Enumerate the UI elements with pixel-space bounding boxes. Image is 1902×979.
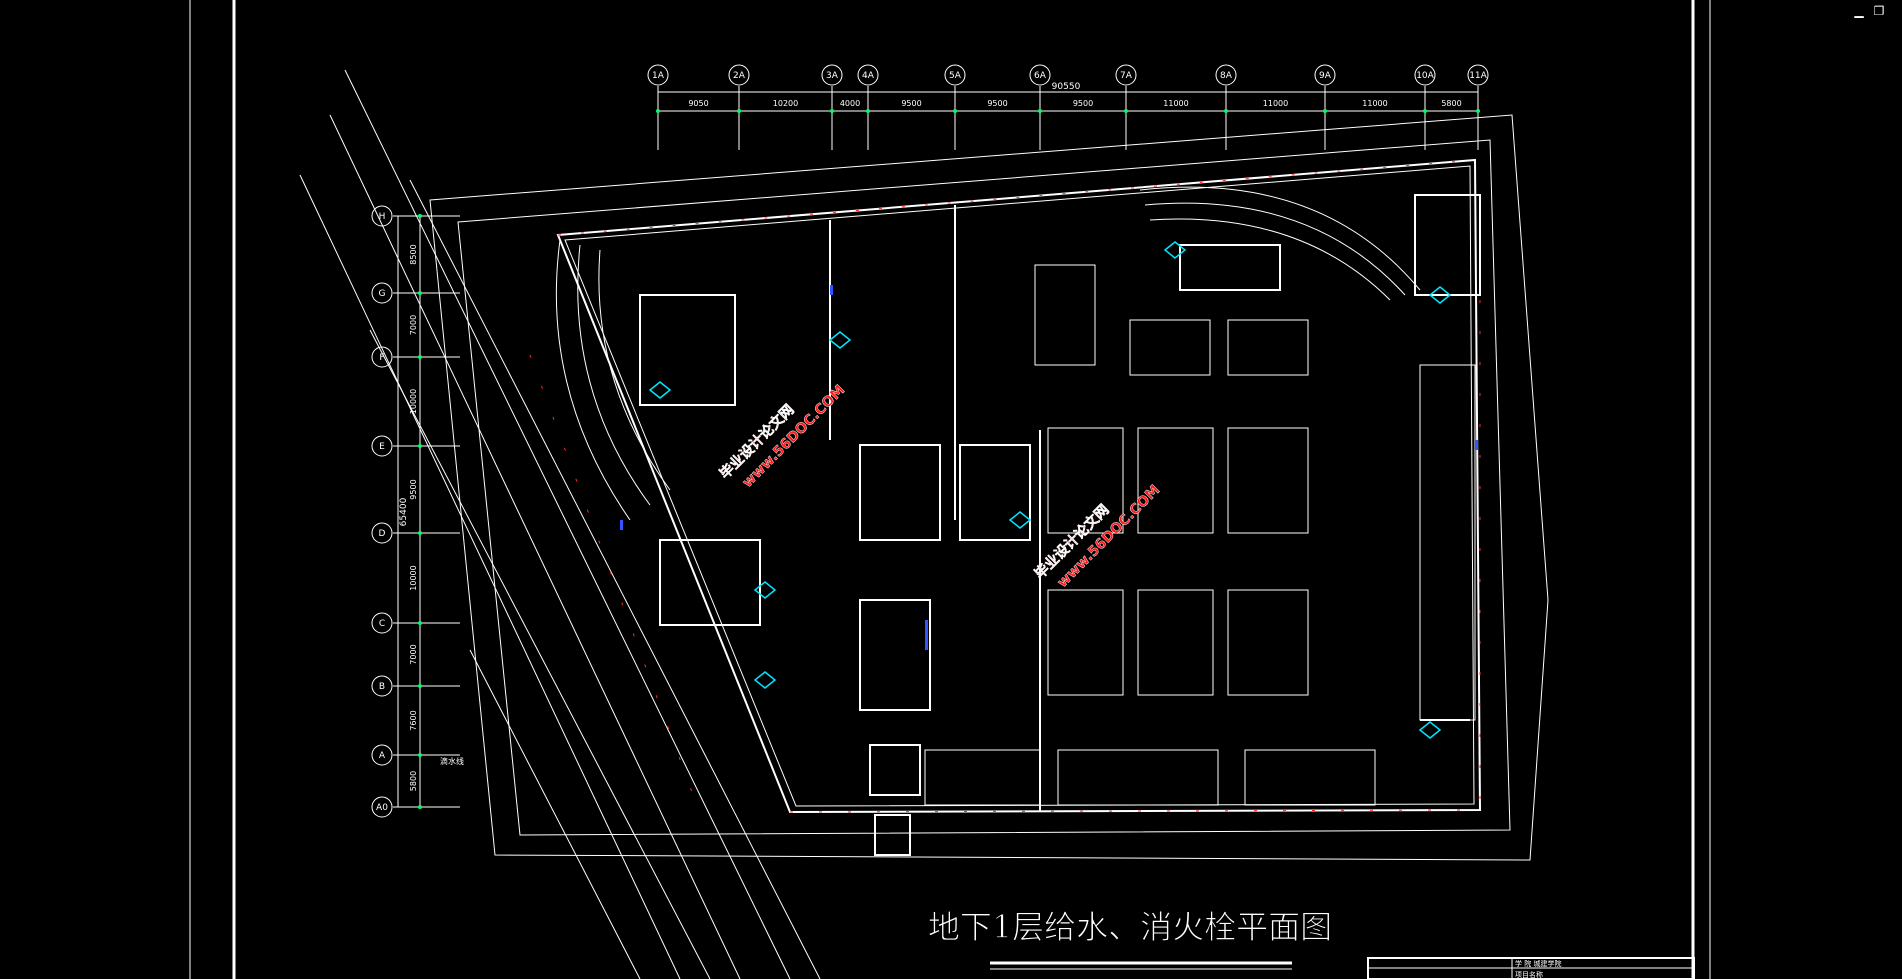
row-dim-tick <box>418 805 422 809</box>
row-axis-bubble <box>371 675 393 697</box>
row-dim-label: 5800 <box>409 771 418 791</box>
row-dim-tick <box>418 444 422 448</box>
col-axis-label: 10A <box>1416 71 1434 81</box>
col-axis-label: 5A <box>949 71 962 81</box>
col-axis-label: 2A <box>733 71 746 81</box>
row-dim-tick <box>418 291 422 295</box>
row-axis-label: G <box>379 289 386 299</box>
row-axis-bubble <box>371 744 393 766</box>
col-dim-tick <box>1124 109 1128 113</box>
col-dim-label: 9500 <box>987 99 1007 108</box>
restore-button[interactable]: ❐ <box>1873 4 1885 18</box>
col-dim-tick <box>866 109 870 113</box>
row-axis-label: F <box>379 353 384 363</box>
row-axis-label: A0 <box>376 803 388 813</box>
row-dimensions: H G F E D C B A A0 8500 7000 10000 9500 10000 7000 7600… <box>371 205 460 818</box>
blue-markers <box>620 285 1478 650</box>
col-axis-label: 9A <box>1319 71 1332 81</box>
col-dim-tick <box>953 109 957 113</box>
title-block <box>1367 957 1695 979</box>
drawing-title: 地下1层给水、消火栓平面图 <box>928 908 1332 946</box>
sheet-frame <box>189 0 1711 979</box>
col-dim-label: 10200 <box>773 99 798 108</box>
col-dim-label: 11000 <box>1163 99 1188 108</box>
row-dim-tick <box>418 684 422 688</box>
col-dim-label: 9500 <box>1073 99 1093 108</box>
col-axis-bubble <box>1115 64 1137 86</box>
row-axis-bubble <box>371 796 393 818</box>
row-axis-bubble <box>371 282 393 304</box>
col-dim-tick <box>737 109 741 113</box>
col-axis-label: 3A <box>826 71 839 81</box>
row-axis-bubble <box>371 522 393 544</box>
col-axis-bubble <box>944 64 966 86</box>
row-dim-tick <box>418 753 422 757</box>
row-dim-tick <box>418 214 422 218</box>
row-dim-label: 7600 <box>409 710 418 730</box>
col-dim-tick <box>1476 109 1480 113</box>
col-axis-bubble <box>1215 64 1237 86</box>
ramps <box>555 186 1421 521</box>
column-dimensions: 1A 2A 3A 4A 5A 6A 7A 8A 9A 10A 11A 9050 10200 4000 950… <box>647 64 1489 150</box>
col-axis-bubble <box>821 64 843 86</box>
row-axis-bubble <box>371 346 393 368</box>
row-dim-tick <box>418 621 422 625</box>
row-axis-label: B <box>379 682 385 692</box>
col-axis-label: 8A <box>1220 71 1233 81</box>
minimize-button[interactable]: ▁ <box>1854 4 1864 18</box>
col-dim-label: 11000 <box>1362 99 1387 108</box>
col-dim-tick <box>1323 109 1327 113</box>
row-axis-label: H <box>379 212 386 222</box>
col-axis-label: 4A <box>862 71 875 81</box>
row-dim-label: 7000 <box>409 315 418 335</box>
col-axis-bubble <box>857 64 879 86</box>
row-dim-tick <box>418 355 422 359</box>
col-axis-bubble <box>1467 64 1489 86</box>
total-height-label: 65400 <box>399 497 409 526</box>
col-axis-label: 6A <box>1034 71 1047 81</box>
col-axis-bubble <box>647 64 669 86</box>
col-dim-label: 11000 <box>1263 99 1288 108</box>
col-dim-label: 9500 <box>901 99 921 108</box>
watermark-right: 毕业设计论文网 www.56DOC.COM <box>1031 482 1164 591</box>
col-dim-tick <box>1224 109 1228 113</box>
interior-walls <box>639 194 1481 856</box>
row-dim-label: 10000 <box>409 565 418 590</box>
row-axis-label: E <box>379 442 385 452</box>
row-axis-bubble <box>371 205 393 227</box>
side-note: 滴水线 <box>440 756 464 766</box>
parking-stalls <box>924 264 1476 806</box>
row-dim-label: 10000 <box>409 389 418 414</box>
col-dim-tick <box>1038 109 1042 113</box>
col-axis-label: 1A <box>652 71 665 81</box>
building-outline <box>529 158 1482 814</box>
col-dim-tick <box>1423 109 1427 113</box>
col-dim-tick <box>656 109 660 113</box>
row-axis-label: C <box>379 619 385 629</box>
col-axis-bubble <box>1314 64 1336 86</box>
col-axis-bubble <box>728 64 750 86</box>
row-dim-label: 7000 <box>409 644 418 664</box>
col-dim-label: 4000 <box>840 99 860 108</box>
site-boundary <box>429 114 1549 861</box>
row-axis-bubble <box>371 612 393 634</box>
row-dim-label: 9500 <box>409 479 418 499</box>
titleblock-line2: 项目名称 <box>1515 970 1543 979</box>
row-dim-tick <box>418 531 422 535</box>
total-width-label: 90550 <box>1052 82 1081 92</box>
col-dim-tick <box>830 109 834 113</box>
col-dim-label: 9050 <box>688 99 708 108</box>
col-axis-bubble <box>1414 64 1436 86</box>
col-dim-label: 5800 <box>1441 99 1461 108</box>
row-axis-bubble <box>371 435 393 457</box>
col-axis-label: 7A <box>1120 71 1133 81</box>
row-axis-label: D <box>379 529 386 539</box>
fire-hydrants <box>648 241 1452 739</box>
col-axis-bubble <box>1029 64 1051 86</box>
row-dim-label: 8500 <box>409 244 418 264</box>
col-axis-label: 11A <box>1469 71 1487 81</box>
row-axis-label: A <box>379 751 386 761</box>
titleblock-line1: 学 院 城建学院 <box>1515 959 1561 968</box>
